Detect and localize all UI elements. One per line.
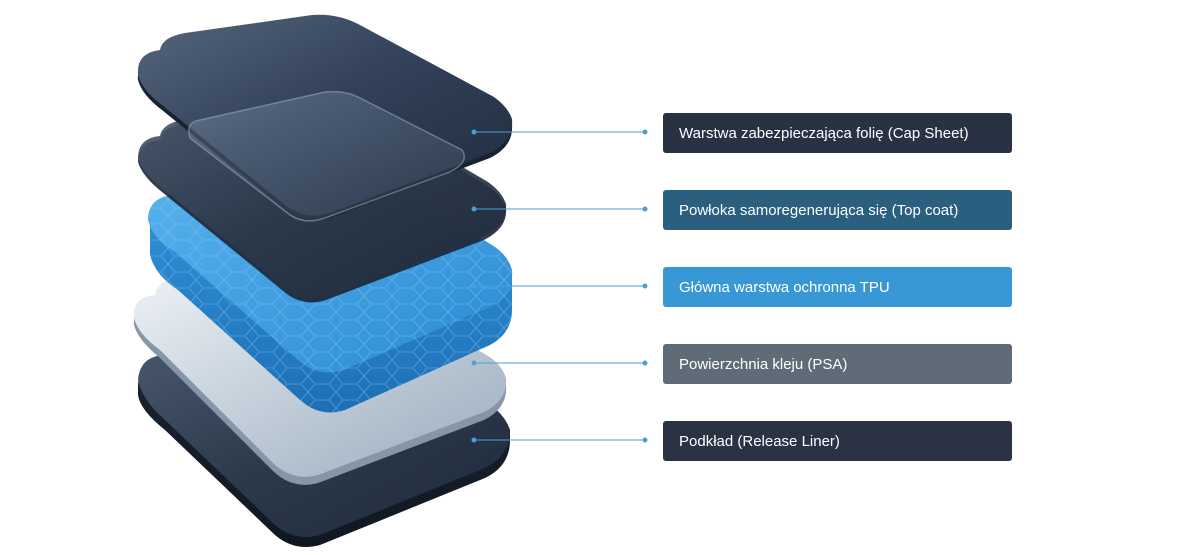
connector-dot-top-coat-start bbox=[471, 206, 477, 212]
layer-label-cap-sheet: Warstwa zabezpieczająca folię (Cap Sheet… bbox=[663, 113, 1012, 153]
connector-dot-cap-sheet-start bbox=[471, 129, 477, 135]
layer-label-release-liner: Podkład (Release Liner) bbox=[663, 421, 1012, 461]
connector-dot-tpu-start bbox=[471, 283, 477, 289]
connector-dot-release-liner-start bbox=[471, 437, 477, 443]
connector-dot-top-coat-end bbox=[642, 206, 648, 212]
layer-label-psa: Powierzchnia kleju (PSA) bbox=[663, 344, 1012, 384]
cap-sheet-sheet bbox=[137, 14, 513, 222]
connector-dot-psa-end bbox=[642, 360, 648, 366]
connector-dot-psa-start bbox=[471, 360, 477, 366]
layer-label-tpu: Główna warstwa ochronna TPU bbox=[663, 267, 1012, 307]
connector-dot-release-liner-end bbox=[642, 437, 648, 443]
connector-lines bbox=[471, 129, 648, 443]
connector-dot-cap-sheet-end bbox=[642, 129, 648, 135]
layer-label-top-coat: Powłoka samoregenerująca się (Top coat) bbox=[663, 190, 1012, 230]
connector-dot-tpu-end bbox=[642, 283, 648, 289]
